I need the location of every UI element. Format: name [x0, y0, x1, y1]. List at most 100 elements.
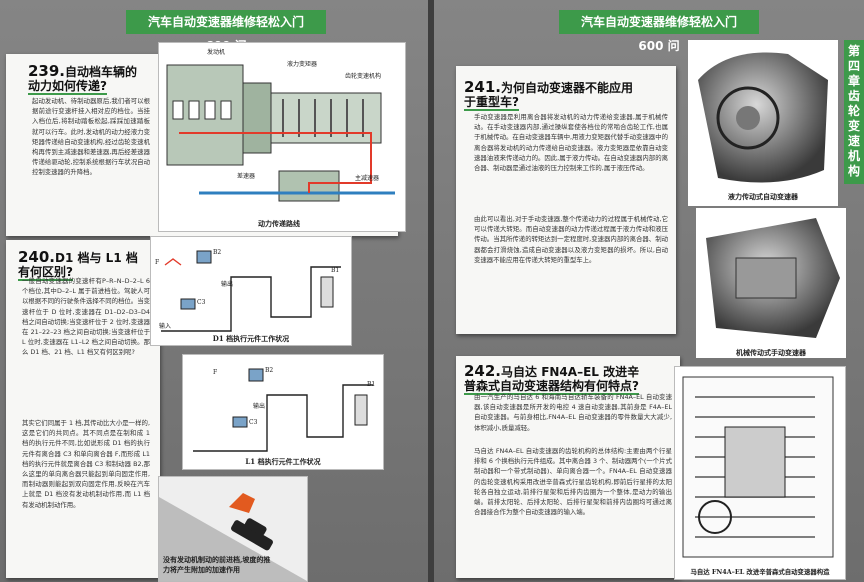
d1-label-output: 输出 [221, 281, 234, 288]
q241-number: 241. [464, 78, 502, 96]
q240-body2: 其实它们同属于 1 档,其传动比大小是一样的,这是它们的共同点。其不同点是在制和… [22, 419, 150, 509]
transmission-casing [698, 52, 828, 183]
q240-title: 240.D1 档与 L1 档 有何区别? [18, 248, 158, 281]
d1-clutch-c3 [180, 298, 196, 310]
chapter-tab-char: 章 [847, 74, 860, 88]
power-flow-svg [166, 64, 395, 202]
d1-clutch-stack [320, 276, 334, 308]
q241-card [456, 66, 676, 334]
q241-body: 手动变速器是利用离合器将发动机的动力传递给变速器,属于机械传动。在手动变速器内部… [474, 113, 668, 173]
label-gear-mechanism: 齿轮变速机构 [345, 73, 382, 80]
q242-number: 242. [464, 362, 502, 380]
d1-label-c3: C3 [197, 299, 206, 306]
book-spine [428, 0, 436, 582]
cutaway-svg [682, 376, 834, 558]
d1-schematic-svg [161, 250, 341, 332]
label-differential: 差速器 [237, 173, 256, 180]
fn4a-el-cutaway-drawing: 马自达 FN4A–EL 改进辛普森式自动变速器构造 [674, 366, 846, 580]
planetary-gearset [724, 426, 786, 498]
l1-diagram: F B2 B1 C3 输出 L1 档执行元件工作状况 [182, 354, 384, 470]
label-engine: 发动机 [207, 49, 226, 56]
q242-body: 由一汽生产的马自达 6 和海南马自达轿车装备的 FN4A–EL 自动变速器,该自… [474, 393, 672, 432]
q242-diagram-caption: 马自达 FN4A–EL 改进辛普森式自动变速器构造 [690, 568, 830, 576]
d1-diagram-caption: D1 档执行元件工作状况 [212, 334, 290, 343]
slope [159, 497, 307, 581]
chapter-tab-char: 齿 [847, 89, 860, 103]
l1-label-b2: B2 [265, 367, 274, 374]
chapter-tab-char: 变 [847, 119, 860, 133]
q241-title: 241.为何自动变速器不能应用 于重型车? [464, 78, 684, 111]
right-page: 汽车自动变速器维修轻松入门 600 问 第 四 章 齿 轮 变 速 机 构 24… [434, 0, 864, 582]
l1-schematic-svg [193, 368, 373, 452]
l1-label-output: 输出 [253, 403, 266, 410]
car-slope-illustration: 没有发动机制动的前进档,坡度的推力将产生附加的加速作用 [158, 476, 308, 582]
q242-title-line1: 马自达 FN4A–EL 改进辛 [501, 365, 640, 379]
d1-label-input: 输入 [159, 323, 172, 330]
d1-diagram: F B2 B1 C3 输出 输入 D1 档执行元件工作状况 [150, 236, 352, 346]
chapter-tab-char: 第 [847, 44, 860, 58]
chapter-tab-char: 轮 [847, 104, 860, 118]
cylinder-3 [204, 100, 216, 120]
l1-clutch-c3 [232, 416, 248, 428]
torque-converter [242, 82, 272, 154]
car-slope-caption: 没有发动机制动的前进档,坡度的推力将产生附加的加速作用 [163, 555, 271, 574]
manual-transmission-photo: 机械传动式手动变速器 [696, 208, 846, 358]
cylinder-4 [220, 100, 232, 120]
differential-gear [698, 500, 732, 534]
car-icon [231, 518, 273, 551]
l1-label-f: F [213, 369, 218, 376]
photo1-caption: 液力传动式自动变速器 [728, 192, 798, 201]
l1-label-c3: C3 [249, 419, 258, 426]
chapter-tab-char: 速 [847, 134, 860, 148]
chapter-tab: 第 四 章 齿 轮 变 速 机 构 [844, 40, 864, 184]
cylinder-1 [172, 100, 184, 120]
l1-diagram-caption: L1 档执行元件工作状况 [245, 457, 321, 466]
cylinder-2 [188, 100, 200, 120]
q240-card [6, 240, 160, 578]
q242-body2: 马自达 FN4A–EL 自动变速器的齿轮机构的总体结构:主要由两个行星排和 6 … [474, 447, 672, 517]
chapter-tab-char: 机 [847, 149, 860, 163]
gear-cluster [735, 257, 797, 299]
q242-title-line2: 普森式自动变速器结构有何特点? [464, 379, 639, 395]
l1-label-b1: B1 [367, 381, 376, 388]
d1-shaft-lines [161, 266, 341, 332]
l1-shaft-lines [193, 384, 373, 452]
q241-title-line1: 为何自动变速器不能应用 [501, 81, 634, 95]
q239-number: 239. [28, 62, 66, 80]
q242-title: 242.马自达 FN4A–EL 改进辛 普森式自动变速器结构有何特点? [464, 362, 688, 395]
q240-title-line2: 有何区别? [18, 265, 73, 281]
label-final-drive: 主减速器 [355, 175, 380, 182]
power-flow-diagram: 发动机 液力变矩器 齿轮变速机构 差速器 主减速器 动力传递路线 [158, 42, 406, 232]
manual-transmission-svg [706, 218, 840, 338]
q240-body: 一般自动变速器的变速杆有P–R–N–D–2–L 6 个档位,其中D–2–L 属于… [22, 277, 150, 357]
q241-body2: 由此可以看出,对于手动变速器,整个传递动力的过程属于机械传动,它可以传递大转矩。… [474, 215, 668, 264]
chapter-tab-char: 四 [847, 59, 860, 73]
page-header-left: 汽车自动变速器维修轻松入门 600 问 [126, 10, 326, 53]
d1-one-way-f [164, 258, 182, 266]
q239-body: 起动发动机、待制动器原后,我们者可以根据前途行变速杆挂入相对应的档位。当挂入档位… [32, 97, 150, 177]
page-header-right: 汽车自动变速器维修轻松入门 600 问 [559, 10, 759, 53]
l1-brake-b2 [248, 368, 264, 382]
hydraulic-transmission-svg [698, 52, 828, 183]
car-slope-svg [159, 493, 307, 581]
d1-label-b1: B1 [331, 267, 340, 274]
chapter-tab-char: 构 [847, 164, 860, 178]
gear-sets [282, 99, 364, 137]
gear-unit [270, 92, 382, 144]
d1-label-b2: B2 [213, 249, 222, 256]
q239-title: 239.自动档车辆的 动力如何传递? [28, 62, 158, 95]
power-path-line [179, 132, 372, 193]
l1-clutch-stack [354, 394, 368, 426]
label-torque-converter: 液力变矩器 [287, 61, 318, 68]
q239-diagram-caption: 动力传递路线 [258, 219, 300, 228]
torque-converter-ring [716, 86, 780, 150]
photo2-caption: 机械传动式手动变速器 [736, 348, 806, 357]
d1-brake-b2 [196, 250, 212, 264]
left-page: 汽车自动变速器维修轻松入门 600 问 239.自动档车辆的 动力如何传递? 起… [0, 0, 430, 582]
q239-title-line2: 动力如何传递? [28, 79, 107, 95]
q242-card [456, 356, 680, 578]
hand-push-icon [229, 493, 255, 513]
q239-title-line1: 自动档车辆的 [65, 65, 138, 79]
hydraulic-transmission-photo: 液力传动式自动变速器 [688, 40, 838, 206]
q240-number: 240. [18, 248, 56, 266]
